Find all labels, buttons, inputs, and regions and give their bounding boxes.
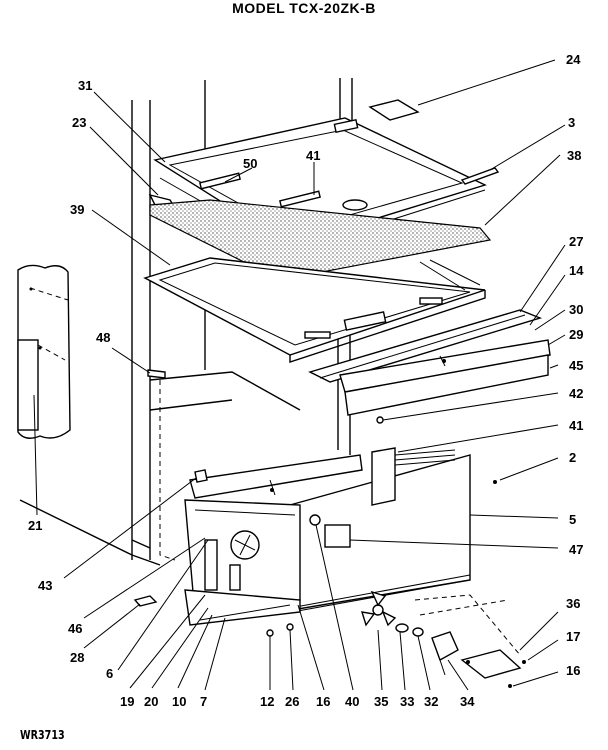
callout-47: 47 [569, 542, 583, 557]
callout-45: 45 [569, 358, 583, 373]
door-panel-21 [17, 264, 71, 439]
callout-23: 23 [72, 115, 86, 130]
part-42-screw [376, 416, 384, 424]
part-43-clip [194, 469, 208, 483]
callout-31: 31 [78, 78, 92, 93]
callout-labels: 24 31 3 23 38 50 41 39 27 14 30 29 48 45… [28, 52, 584, 709]
callout-17: 17 [566, 629, 580, 644]
callout-48: 48 [96, 330, 110, 345]
callout-33: 33 [400, 694, 414, 709]
callout-34: 34 [460, 694, 475, 709]
callout-35: 35 [374, 694, 388, 709]
callout-12: 12 [260, 694, 274, 709]
cabinet-walls [19, 78, 353, 566]
callout-29: 29 [569, 327, 583, 342]
fan-motor-parts [395, 594, 526, 688]
part-39-shelf [143, 257, 486, 363]
callout-30: 30 [569, 302, 583, 317]
leader-lines [33, 59, 566, 691]
callout-16r: 16 [566, 663, 580, 678]
callout-43: 43 [38, 578, 52, 593]
callout-5: 5 [569, 512, 576, 527]
part-35-fan-blade [360, 590, 397, 627]
callout-24: 24 [566, 52, 581, 67]
callout-3: 3 [568, 115, 575, 130]
control-assembly [184, 454, 363, 626]
callout-20: 20 [144, 694, 158, 709]
callout-26: 26 [285, 694, 299, 709]
callout-19: 19 [120, 694, 134, 709]
part-28 [133, 595, 158, 607]
callout-10: 10 [172, 694, 186, 709]
part-27-rail [308, 309, 543, 383]
model-title: MODEL TCX-20ZK-B [232, 0, 376, 16]
callout-16: 16 [316, 694, 330, 709]
part-26-screw [286, 623, 294, 631]
callout-21: 21 [28, 518, 42, 533]
callout-36: 36 [566, 596, 580, 611]
callout-2: 2 [569, 450, 576, 465]
callout-39: 39 [70, 202, 84, 217]
callout-38: 38 [567, 148, 581, 163]
callout-40: 40 [345, 694, 359, 709]
callout-41b: 41 [569, 418, 583, 433]
callout-32: 32 [424, 694, 438, 709]
part-48 [147, 369, 166, 379]
callout-41a: 41 [306, 148, 320, 163]
callout-28: 28 [70, 650, 84, 665]
callout-50: 50 [243, 156, 257, 171]
part-45-channel [339, 339, 551, 416]
drawing-code: WR3713 [20, 728, 65, 742]
part-5-housing [289, 447, 497, 613]
callout-6: 6 [106, 666, 113, 681]
callout-27: 27 [569, 234, 583, 249]
callout-46: 46 [68, 621, 82, 636]
part-38-insulation [149, 199, 492, 281]
callout-7: 7 [200, 694, 207, 709]
part-24 [368, 99, 420, 121]
part-12-screw [266, 629, 274, 637]
callout-42: 42 [569, 386, 583, 401]
part-3 [460, 167, 500, 185]
callout-14: 14 [569, 263, 584, 278]
